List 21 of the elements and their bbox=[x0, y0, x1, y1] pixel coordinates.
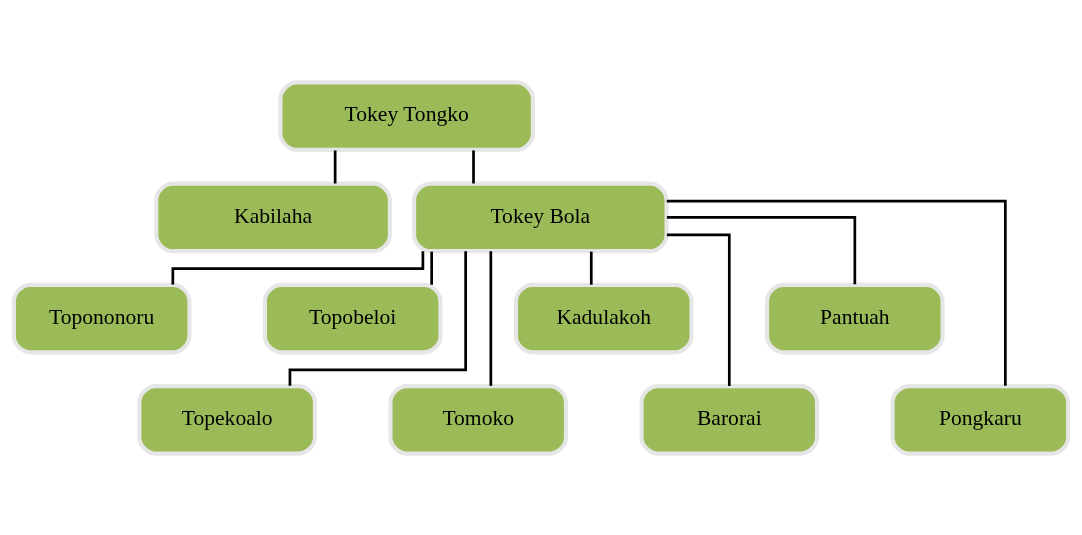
connector bbox=[666, 215, 857, 284]
connector bbox=[171, 250, 425, 284]
connector bbox=[666, 199, 1007, 386]
node-box: Tokey Bola bbox=[412, 181, 669, 253]
connector bbox=[333, 149, 337, 183]
node-box: Kadulakoh bbox=[514, 282, 694, 354]
node-box: Barorai bbox=[639, 383, 820, 456]
node-box: Topobeloi bbox=[262, 282, 443, 354]
node-box: Tomoko bbox=[388, 383, 568, 456]
node-box: Pantuah bbox=[765, 282, 945, 354]
connector bbox=[666, 233, 731, 386]
connector bbox=[430, 251, 433, 285]
connector bbox=[472, 149, 475, 183]
node-box: Topononoru bbox=[11, 282, 192, 354]
node-box: Topekoalo bbox=[137, 383, 317, 456]
connector bbox=[288, 250, 467, 386]
node-box: Tokey Tongko bbox=[278, 79, 535, 152]
node-box: Kabilaha bbox=[154, 181, 392, 253]
connector bbox=[489, 250, 493, 386]
node-box: Pongkaru bbox=[890, 383, 1071, 456]
connector bbox=[589, 251, 593, 285]
